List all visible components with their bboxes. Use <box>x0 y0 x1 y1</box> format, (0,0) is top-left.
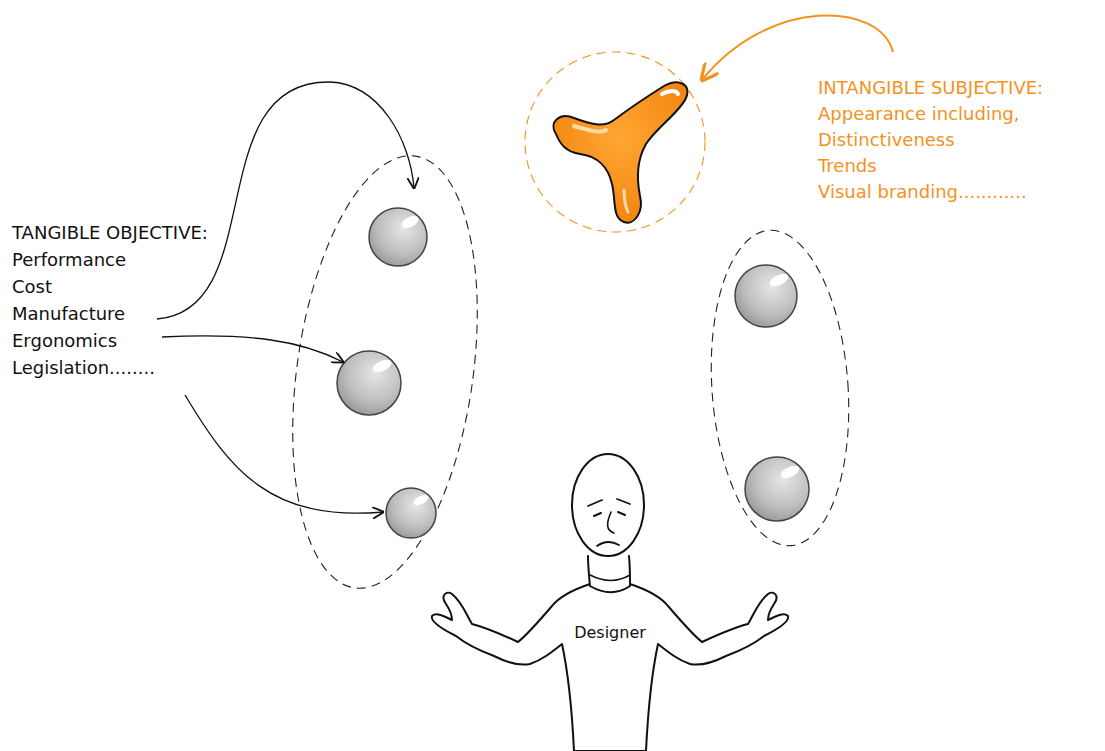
juggling-ball <box>745 457 809 521</box>
list-item: Performance <box>12 247 212 273</box>
group-heading: INTANGIBLE SUBJECTIVE: <box>818 75 1104 101</box>
group-heading: TANGIBLE OBJECTIVE: <box>12 220 302 246</box>
leader-arrow <box>185 395 383 513</box>
leader-arrow <box>702 15 893 80</box>
juggling-ball <box>735 265 797 327</box>
juggling-ball <box>369 208 427 266</box>
list-item: Distinctiveness <box>818 127 1104 153</box>
list-item: Appearance including, <box>818 101 1104 127</box>
designer-figure <box>432 454 788 751</box>
group-outline <box>701 226 859 551</box>
orange-blob <box>553 82 687 222</box>
group-outline <box>525 52 705 232</box>
list-item: Trends <box>818 153 1104 179</box>
juggling-ball <box>386 488 436 538</box>
list-item: Cost <box>12 274 212 300</box>
group-outline <box>268 144 503 600</box>
list-item: Visual branding............ <box>818 179 1104 205</box>
leader-arrow <box>157 82 414 319</box>
shirt-text: Designer <box>560 620 660 646</box>
list-item: Manufacture <box>12 301 212 327</box>
leader-arrow <box>162 336 343 362</box>
list-item: Legislation........ <box>12 355 212 381</box>
list-item: Ergonomics <box>12 328 212 354</box>
juggling-ball <box>337 351 401 415</box>
